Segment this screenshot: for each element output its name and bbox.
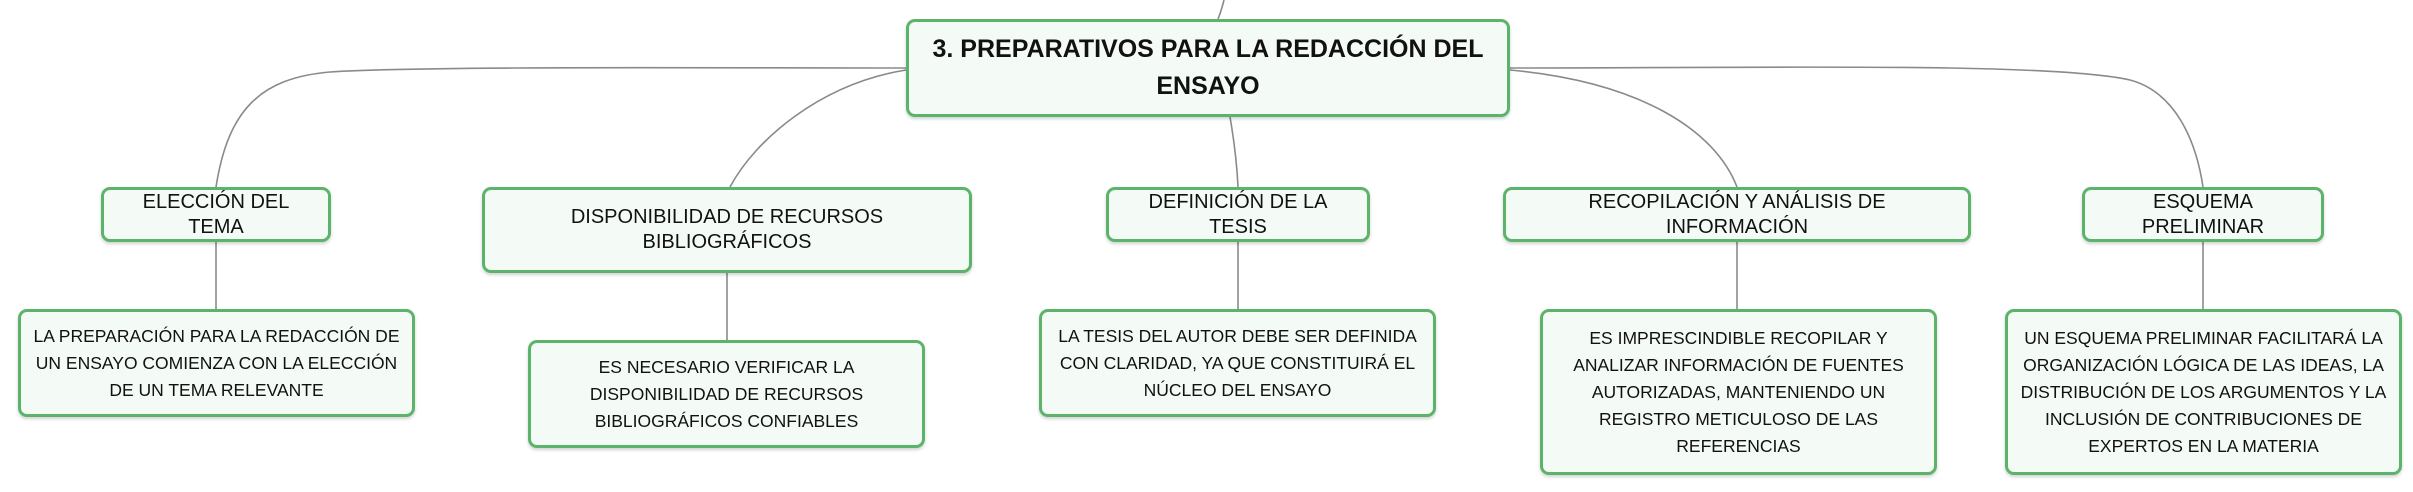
detail-text: LA TESIS DEL AUTOR DEBE SER DEFINIDA CON…	[1058, 325, 1417, 400]
detail-text: UN ESQUEMA PRELIMINAR FACILITARÁ LA ORGA…	[2020, 327, 2387, 456]
topic-label: ELECCIÓN DEL TEMA	[142, 190, 290, 238]
topic-label: DEFINICIÓN DE LA TESIS	[1148, 190, 1328, 238]
detail-node-esquema-preliminar[interactable]: UN ESQUEMA PRELIMINAR FACILITARÁ LA ORGA…	[2005, 309, 2402, 475]
connector-root-to-topic-1	[215, 66, 907, 188]
connector-root-to-topic-2	[729, 69, 907, 188]
detail-text: ES NECESARIO VERIFICAR LA DISPONIBILIDAD…	[589, 356, 864, 431]
topic-node-esquema-preliminar[interactable]: ESQUEMA PRELIMINAR	[2082, 187, 2324, 242]
root-topic-label: 3. PREPARATIVOS PARA LA REDACCIÓN DEL EN…	[932, 35, 1484, 100]
topic-label: RECOPILACIÓN Y ANÁLISIS DE INFORMACIÓN	[1588, 190, 1886, 238]
detail-node-disponibilidad-recursos[interactable]: ES NECESARIO VERIFICAR LA DISPONIBILIDAD…	[528, 340, 925, 448]
root-topic-node[interactable]: 3. PREPARATIVOS PARA LA REDACCIÓN DEL EN…	[906, 19, 1510, 117]
detail-text: ES IMPRESCINDIBLE RECOPILAR Y ANALIZAR I…	[1573, 327, 1904, 456]
topic-node-recopilacion-analisis[interactable]: RECOPILACIÓN Y ANÁLISIS DE INFORMACIÓN	[1503, 187, 1971, 242]
topic-node-definicion-tesis[interactable]: DEFINICIÓN DE LA TESIS	[1106, 187, 1370, 242]
detail-text: LA PREPARACIÓN PARA LA REDACCIÓN DE UN E…	[33, 325, 400, 400]
connector-parent-to-root	[1217, 0, 1225, 20]
topic-node-eleccion-del-tema[interactable]: ELECCIÓN DEL TEMA	[101, 187, 331, 242]
topic-label: DISPONIBILIDAD DE RECURSOS BIBLIOGRÁFICO…	[570, 206, 884, 253]
topic-node-disponibilidad-recursos[interactable]: DISPONIBILIDAD DE RECURSOS BIBLIOGRÁFICO…	[482, 187, 972, 273]
detail-node-eleccion-del-tema[interactable]: LA PREPARACIÓN PARA LA REDACCIÓN DE UN E…	[18, 309, 415, 417]
connector-root-to-topic-3	[1229, 116, 1239, 188]
connector-root-to-topic-4	[1509, 69, 1738, 188]
topic-label: ESQUEMA PRELIMINAR	[2141, 190, 2265, 238]
connector-root-to-topic-5	[1509, 66, 2204, 188]
detail-node-definicion-tesis[interactable]: LA TESIS DEL AUTOR DEBE SER DEFINIDA CON…	[1039, 309, 1436, 417]
detail-node-recopilacion-analisis[interactable]: ES IMPRESCINDIBLE RECOPILAR Y ANALIZAR I…	[1540, 309, 1937, 475]
